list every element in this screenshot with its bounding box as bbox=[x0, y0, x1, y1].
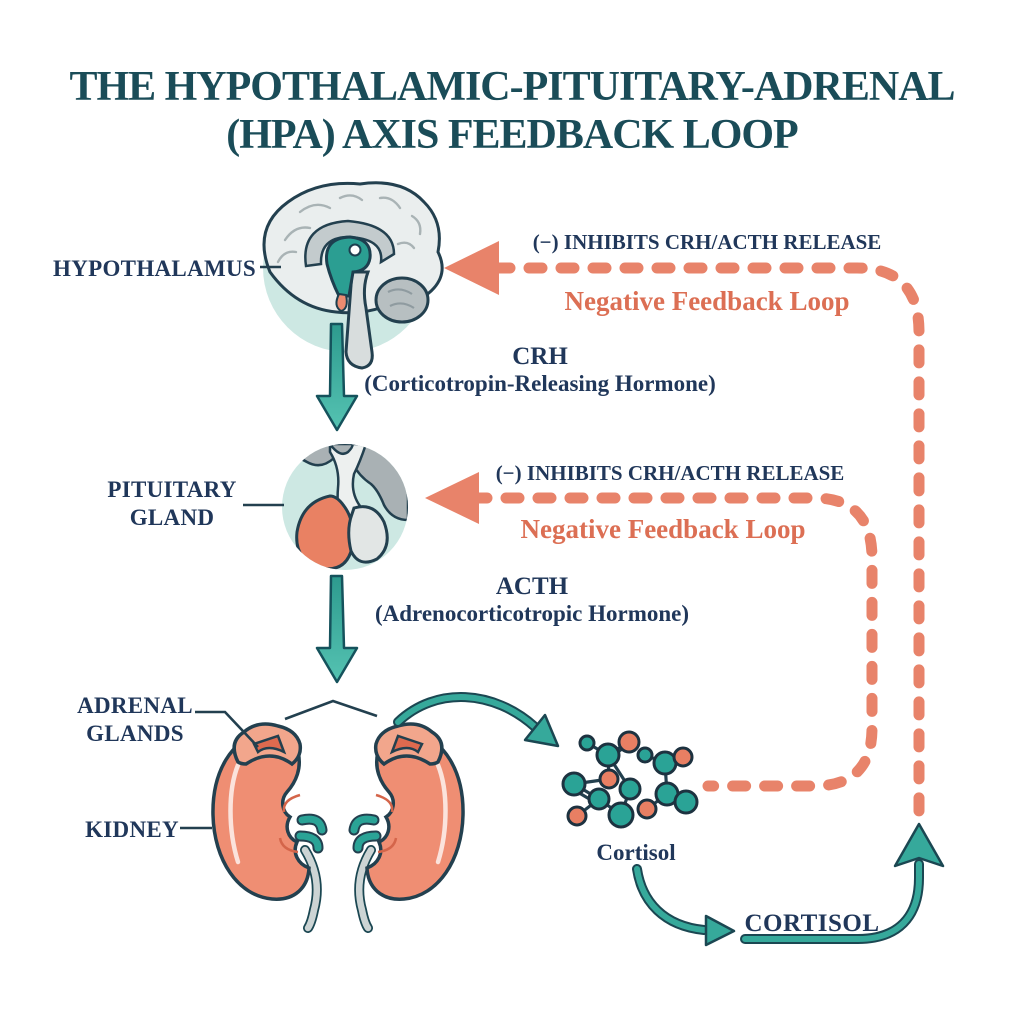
dashed-feedback-arrow-icon bbox=[468, 492, 878, 792]
cortisol-molecule-icon bbox=[561, 730, 699, 829]
crh-step: CRH (Corticotropin-Releasing Hormone) bbox=[315, 322, 716, 432]
kidneys-adrenal-icon bbox=[211, 722, 465, 933]
pituitary-label-line1: PITUITARY bbox=[107, 477, 236, 502]
acth-step: ACTH (Adrenocorticotropic Hormone) bbox=[315, 573, 689, 684]
pituitary-label-line2: GLAND bbox=[130, 505, 215, 530]
kidney-label: KIDNEY bbox=[85, 817, 179, 842]
curved-arrow-icon bbox=[523, 713, 560, 748]
feedback-arrowhead-icon bbox=[444, 241, 499, 295]
adrenal-label-line1: ADRENAL bbox=[77, 693, 193, 718]
title-line-1: THE HYPOTHALAMIC-PITUITARY-ADRENAL bbox=[69, 64, 954, 110]
feedback-loop-inner: (−) INHIBITS CRH/ACTH RELEASE Negative F… bbox=[425, 461, 878, 792]
pituitary-gland-icon bbox=[282, 444, 408, 570]
up-arrow-icon bbox=[893, 822, 945, 868]
acth-abbr-label: ACTH bbox=[496, 573, 569, 600]
hypothalamus-label: HYPOTHALAMUS bbox=[53, 256, 256, 281]
kidney-to-cortisol-arrow bbox=[393, 692, 560, 748]
bracket-line bbox=[284, 699, 378, 721]
negative-feedback-label-top: Negative Feedback Loop bbox=[565, 286, 850, 316]
inhibit-label-mid: (−) INHIBITS CRH/ACTH RELEASE bbox=[496, 461, 845, 485]
crh-abbr-label: CRH bbox=[512, 343, 568, 370]
inhibit-label-top: (−) INHIBITS CRH/ACTH RELEASE bbox=[533, 230, 882, 254]
feedback-arrowhead-icon bbox=[425, 472, 479, 524]
acth-full-label: (Adrenocorticotropic Hormone) bbox=[375, 601, 689, 626]
cortisol-release-label: CORTISOL bbox=[744, 910, 879, 937]
curved-arrow-icon bbox=[704, 914, 736, 947]
cortisol-output: CORTISOL bbox=[632, 822, 945, 947]
down-arrow-icon bbox=[315, 574, 359, 684]
pituitary-node: PITUITARY GLAND bbox=[107, 444, 408, 570]
title-line-2: (HPA) AXIS FEEDBACK LOOP bbox=[226, 112, 798, 158]
cortisol-molecule-label: Cortisol bbox=[596, 840, 675, 865]
cerebellum bbox=[374, 276, 430, 324]
adrenal-label-line2: GLANDS bbox=[86, 721, 184, 746]
cortisol-molecule: Cortisol bbox=[561, 730, 699, 865]
posterior-lobe bbox=[347, 505, 389, 564]
adrenal-kidney-node: ADRENAL GLANDS KIDNEY bbox=[77, 693, 465, 933]
brainstem bbox=[344, 270, 374, 370]
anterior-lobe bbox=[295, 494, 355, 570]
dashed-feedback-arrow-icon bbox=[491, 262, 925, 818]
negative-feedback-label-mid: Negative Feedback Loop bbox=[521, 514, 806, 544]
down-arrow-icon bbox=[315, 322, 359, 432]
brain-icon bbox=[262, 181, 444, 370]
crh-full-label: (Corticotropin-Releasing Hormone) bbox=[364, 371, 716, 396]
label-connector bbox=[195, 710, 259, 748]
hypothalamus-node: HYPOTHALAMUS bbox=[53, 181, 444, 370]
feedback-loop-outer: (−) INHIBITS CRH/ACTH RELEASE Negative F… bbox=[444, 230, 925, 818]
page-title: THE HYPOTHALAMIC-PITUITARY-ADRENAL (HPA)… bbox=[69, 64, 955, 158]
